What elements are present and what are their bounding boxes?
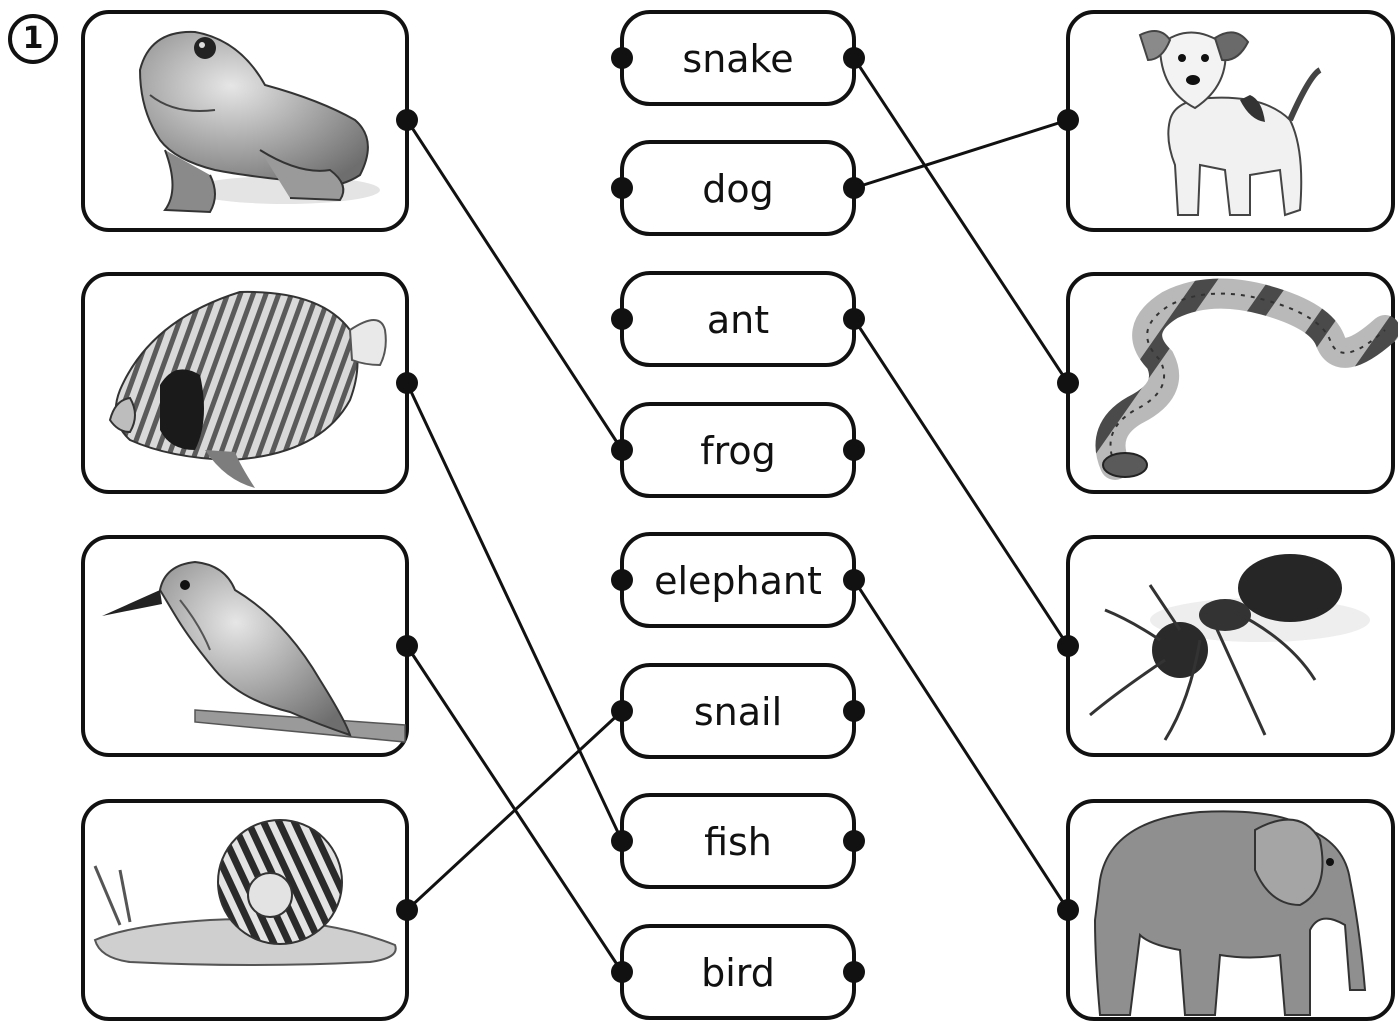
- match-line-dog: [854, 120, 1068, 188]
- dot-picture-fish: [396, 372, 418, 394]
- dot-picture-dog: [1057, 109, 1079, 131]
- picture-box-ant: [1068, 537, 1393, 755]
- dot-word-fish-right: [843, 830, 865, 852]
- word-label-elephant: elephant: [654, 559, 822, 603]
- dot-word-snail-right: [843, 700, 865, 722]
- word-label-ant: ant: [707, 298, 769, 342]
- match-line-ant: [854, 319, 1068, 646]
- dot-word-snake-right: [843, 47, 865, 69]
- dot-word-ant-left: [611, 308, 633, 330]
- word-label-snake: snake: [682, 37, 793, 81]
- match-line-frog: [407, 120, 622, 450]
- dot-word-snake-left: [611, 47, 633, 69]
- dot-word-frog-right: [843, 439, 865, 461]
- dot-picture-elephant: [1057, 899, 1079, 921]
- word-label-frog: frog: [700, 429, 776, 473]
- word-label-dog: dog: [702, 167, 774, 211]
- dot-picture-bird: [396, 635, 418, 657]
- dot-word-frog-left: [611, 439, 633, 461]
- dot-word-bird-right: [843, 961, 865, 983]
- word-label-fish: fish: [704, 820, 772, 864]
- dot-word-bird-left: [611, 961, 633, 983]
- dot-picture-ant: [1057, 635, 1079, 657]
- dot-word-fish-left: [611, 830, 633, 852]
- dot-word-dog-right: [843, 177, 865, 199]
- dot-picture-snail: [396, 899, 418, 921]
- match-line-elephant: [854, 580, 1068, 910]
- match-line-fish: [407, 383, 622, 841]
- dot-word-ant-right: [843, 308, 865, 330]
- dot-word-elephant-right: [843, 569, 865, 591]
- word-label-bird: bird: [701, 951, 775, 995]
- match-line-snake: [854, 58, 1068, 383]
- dot-word-elephant-left: [611, 569, 633, 591]
- word-label-snail: snail: [694, 690, 782, 734]
- dot-word-dog-left: [611, 177, 633, 199]
- dot-word-snail-left: [611, 700, 633, 722]
- dot-picture-frog: [396, 109, 418, 131]
- dot-picture-snake: [1057, 372, 1079, 394]
- match-line-snail: [407, 711, 622, 910]
